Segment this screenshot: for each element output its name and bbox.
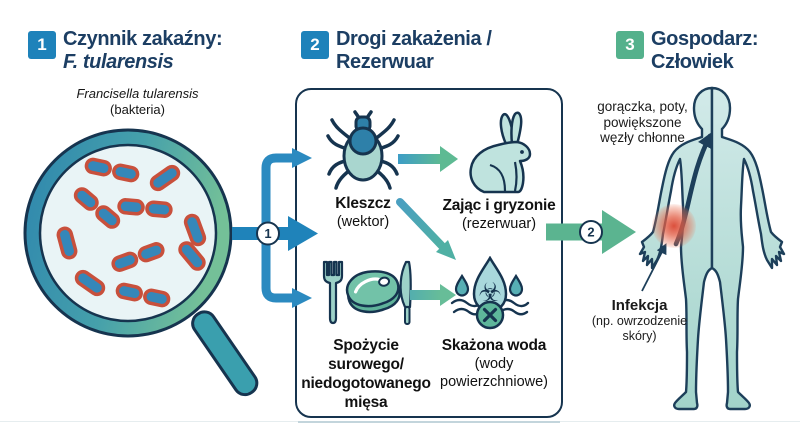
arrow-2-badge-circle <box>579 220 603 244</box>
symptoms-line2: powiększone <box>603 114 682 130</box>
rabbit-icon <box>469 111 532 194</box>
fork-icon <box>322 260 344 325</box>
meat-icon <box>322 260 412 325</box>
meat-label-line1: Spożycie <box>333 337 399 354</box>
magnifier-bacteria-icon <box>23 128 259 397</box>
agent-caption: Francisella tularensis (bakteria) <box>40 86 235 118</box>
tick-to-rabbit-arrow <box>398 146 458 172</box>
infection-label-sub2: skóry) <box>622 329 657 343</box>
rabbit-label-main: Zając i gryzonie <box>442 197 556 214</box>
infection-label-sub1: (np. owrzodzenie <box>591 314 688 328</box>
meat-label: Spożycie surowego/ niedogotowanego mięsa <box>293 336 439 412</box>
water-drop-small-left <box>454 273 470 297</box>
meat-label-line3: niedogotowanego <box>301 375 431 392</box>
step-3-title-line1: Gospodarz: <box>651 28 759 50</box>
rabbit-label: Zając i gryzonie (rezerwuar) <box>435 196 563 233</box>
tick-icon <box>326 110 400 190</box>
tick-label-main: Kleszcz <box>335 195 391 212</box>
step-2-title: Drogi zakażenia / Rezerwuar <box>336 28 492 74</box>
step-3-badge: 3 <box>616 31 644 59</box>
arrow-2-badge-number: 2 <box>587 225 594 240</box>
step-3-title-line2: Człowiek <box>651 51 734 73</box>
infection-pointer-arrow <box>641 243 667 292</box>
infection-label: Infekcja (np. owrzodzenie skóry) <box>577 297 702 344</box>
biohazard-icon: ☣ <box>478 278 501 308</box>
tick-label: Kleszcz (wektor) <box>313 194 413 231</box>
water-label-sub1: (wody <box>474 356 514 372</box>
step-1-badge: 1 <box>28 31 56 59</box>
symptoms-line1: gorączka, poty, <box>597 99 688 114</box>
arrow-1-badge-number: 1 <box>264 226 271 241</box>
arrow-1-badge-circle <box>256 221 280 246</box>
water-drop-small-right <box>508 273 524 297</box>
water-label: Skażona woda (wody powierzchniowe) <box>424 336 564 391</box>
meat-to-water-arrow <box>410 284 456 306</box>
agent-caption-line2: (bakteria) <box>110 102 165 117</box>
bacteria-rods <box>56 157 207 308</box>
step-2-title-line2: Rezerwuar <box>336 51 434 73</box>
symptoms-text: gorączka, poty, powiększone węzły chłonn… <box>585 99 700 146</box>
magnifier-handle <box>191 310 259 397</box>
agent-caption-line1: Francisella tularensis <box>76 86 199 101</box>
step-1-title: Czynnik zakaźny: F. tularensis <box>63 28 223 74</box>
transmission-arrow-1: 1 <box>232 148 318 308</box>
step-1-title-line2: F. tularensis <box>63 51 174 73</box>
step-2-title-line1: Drogi zakażenia / <box>336 28 492 50</box>
infection-spot <box>652 204 696 248</box>
knife-icon <box>399 260 412 325</box>
tick-label-sub: (wektor) <box>336 214 390 230</box>
infection-label-main: Infekcja <box>611 297 668 314</box>
meat-label-line4: mięsa <box>344 394 388 411</box>
symptoms-line3: węzły chłonne <box>600 130 685 145</box>
water-label-sub2: powierzchniowe) <box>440 374 548 390</box>
transmission-arrow-2: 2 <box>546 210 636 254</box>
rabbit-label-sub: (rezerwuar) <box>461 216 537 232</box>
step-3-title: Gospodarz: Człowiek <box>651 28 759 74</box>
step-1-title-line1: Czynnik zakaźny: <box>63 28 223 50</box>
step-2-badge: 2 <box>301 31 329 59</box>
meat-label-line2: surowego/ <box>328 356 404 373</box>
tick-to-water-arrow <box>396 198 456 260</box>
water-label-main: Skażona woda <box>441 337 547 354</box>
steak-icon <box>345 270 401 314</box>
bottom-divider-shadow <box>298 421 560 423</box>
contaminated-water-icon: ☣ <box>450 256 530 330</box>
